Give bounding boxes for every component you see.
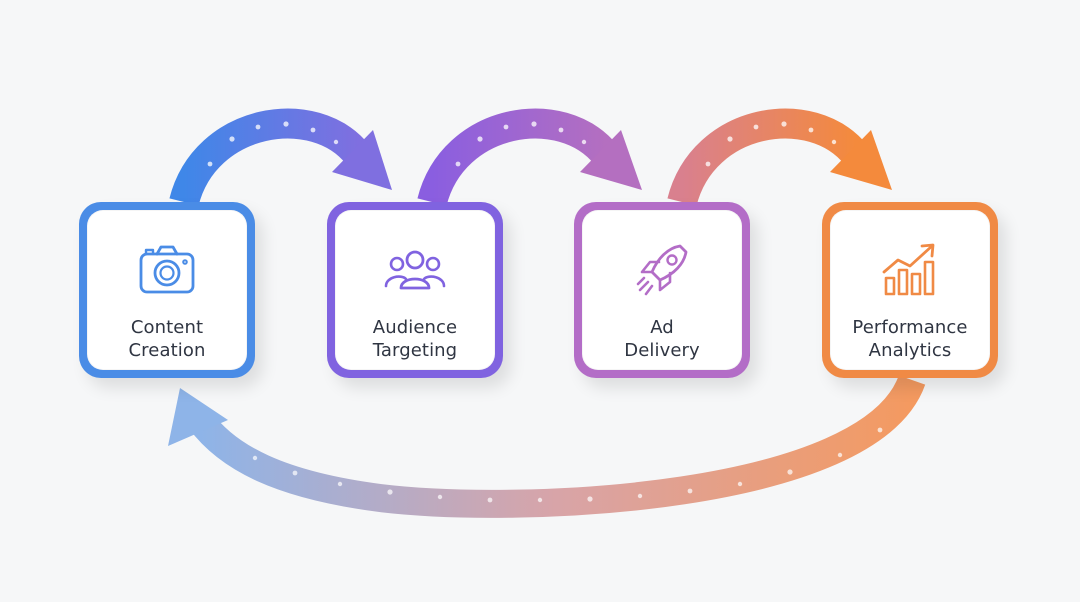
step-label: Ad Delivery xyxy=(624,317,700,361)
step-performance-analytics: Performance Analytics xyxy=(822,202,998,378)
arrow-audience-to-delivery xyxy=(417,108,642,207)
step-card-body: Content Creation xyxy=(87,210,247,370)
step-content-creation: Content Creation xyxy=(79,202,255,378)
step-label: Performance Analytics xyxy=(852,317,968,361)
step-card-body: Ad Delivery xyxy=(582,210,742,370)
step-audience-targeting: Audience Targeting xyxy=(327,202,503,378)
arrow-delivery-to-analytics xyxy=(667,108,892,207)
rocket-icon xyxy=(636,244,688,296)
step-card-body: Audience Targeting xyxy=(335,210,495,370)
camera-icon xyxy=(139,245,195,294)
growth-chart-icon xyxy=(882,243,935,296)
step-label: Audience Targeting xyxy=(372,317,458,361)
people-icon xyxy=(384,250,446,290)
return-arrow xyxy=(168,374,926,518)
arrow-content-to-audience xyxy=(169,108,392,207)
step-ad-delivery: Ad Delivery xyxy=(574,202,750,378)
step-card-body: Performance Analytics xyxy=(830,210,990,370)
step-label: Content Creation xyxy=(128,317,206,361)
